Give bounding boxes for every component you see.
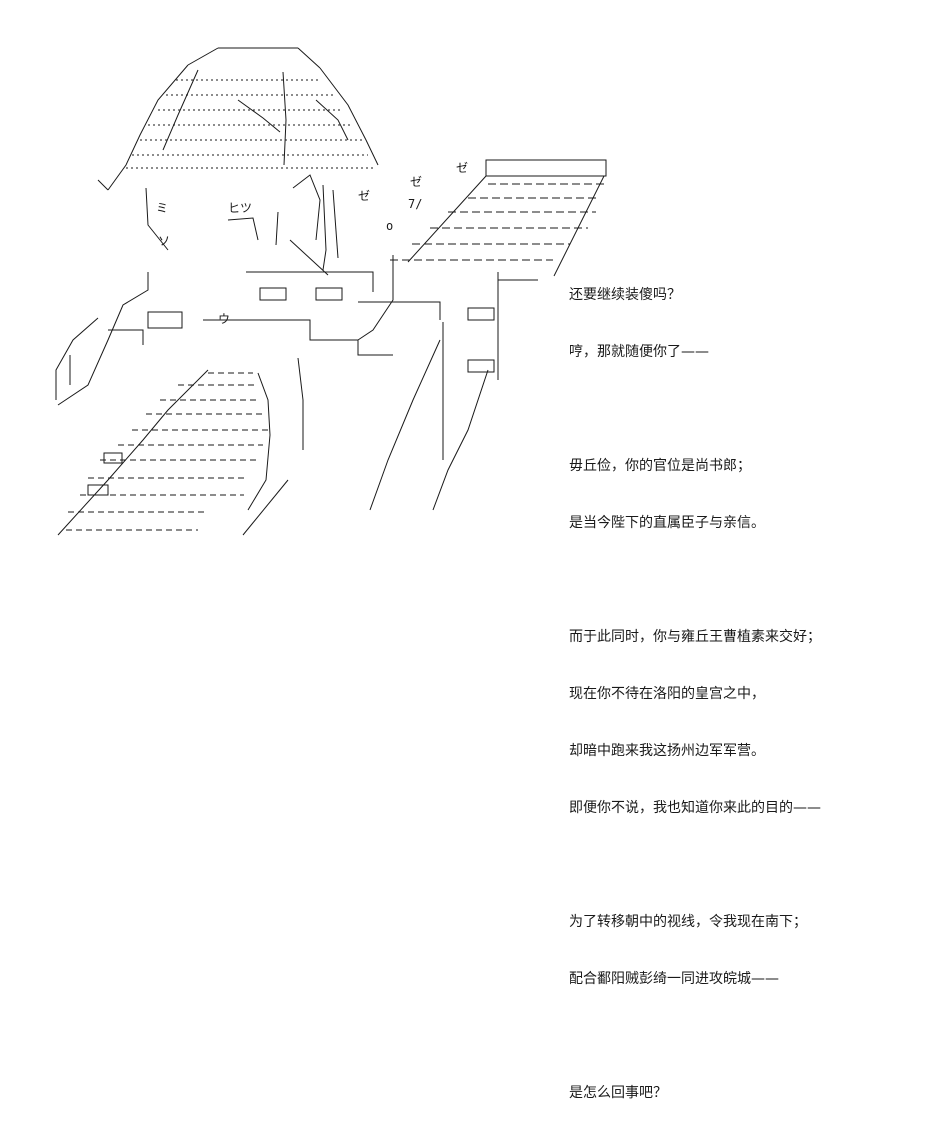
dialogue-line: 毋丘俭，你的官位是尚书郎； <box>569 458 751 474</box>
dialogue-line: 为了转移朝中的视线，令我现在南下； <box>569 914 807 930</box>
hat <box>97 47 379 241</box>
glyph-seven: 7/ <box>408 197 422 211</box>
sword: ゼ ゼ ゼ 7/ o <box>358 159 607 277</box>
armor <box>55 255 538 511</box>
dialogue-line <box>569 400 929 419</box>
sfx-ze-3: ゼ <box>456 161 468 175</box>
dialogue-line <box>569 856 929 875</box>
dialogue-line: 配合鄱阳贼彭绮一同进攻皖城—— <box>569 971 779 987</box>
face-glyph-mi: ミ <box>156 201 168 215</box>
dialogue-line: 却暗中跑来我这扬州边军军营。 <box>569 743 765 759</box>
dialogue-line: 哼，那就随便你了—— <box>569 344 709 360</box>
face: ミ ヒツ ソ ウ <box>145 184 339 326</box>
dialogue-line <box>569 571 929 590</box>
dialogue-line <box>569 1027 929 1046</box>
ascii-art-illustration: ミ ヒツ ソ ウ ゼ ゼ ゼ 7/ o <box>48 40 608 545</box>
sfx-ze-1: ゼ <box>358 189 370 203</box>
dialogue-line: 是怎么回事吧？ <box>569 1085 667 1101</box>
dialogue-line: 还要继续装傻吗？ <box>569 287 681 303</box>
face-glyph-u: ウ <box>218 312 230 326</box>
dialogue-line: 即便你不说，我也知道你来此的目的—— <box>569 800 821 816</box>
dialogue-line: 现在你不待在洛阳的皇宫之中， <box>569 686 765 702</box>
face-glyph-so: ソ <box>158 234 170 248</box>
dialogue-text: 还要继续装傻吗？ 哼，那就随便你了—— 毋丘俭，你的官位是尚书郎； 是当今陛下的… <box>569 248 929 1122</box>
dialogue-line: 是当今陛下的直属臣子与亲信。 <box>569 515 765 531</box>
face-sfx-1: ヒツ <box>228 201 252 215</box>
glyph-o: o <box>386 219 393 233</box>
sleeve-folds <box>57 369 289 536</box>
dialogue-line: 而于此同时，你与雍丘王曹植素来交好； <box>569 629 821 645</box>
sfx-ze-2: ゼ <box>410 175 422 189</box>
